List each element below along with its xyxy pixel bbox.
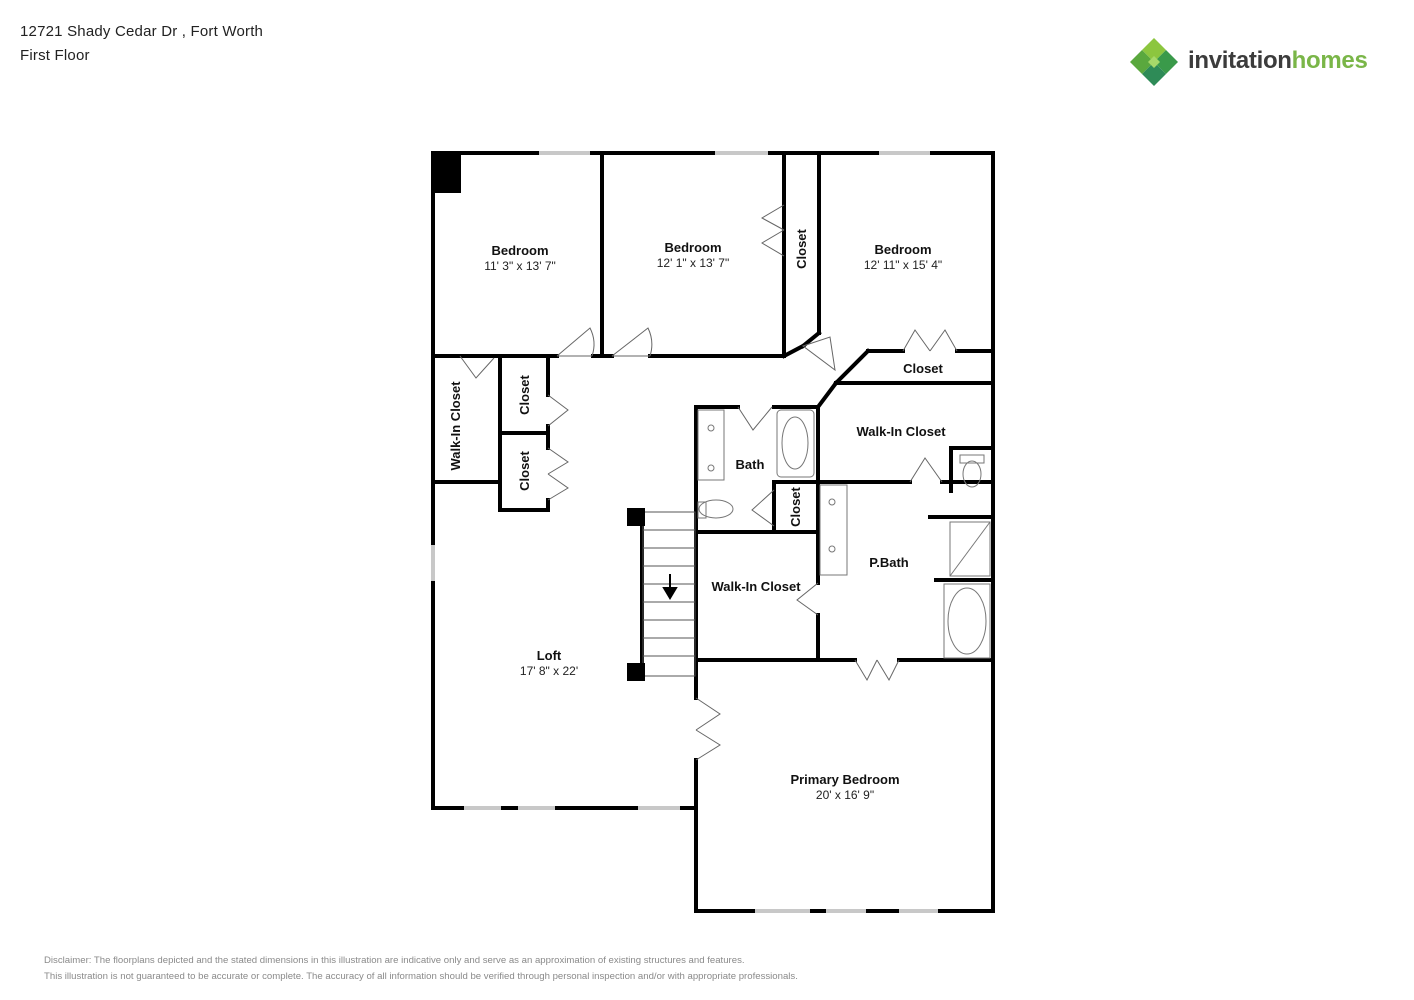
room-label-walk-in-closet: Walk-In Closet	[711, 579, 801, 594]
room-label-closet: Closet	[517, 374, 532, 414]
room-dims-bedroom: 12' 11" x 15' 4"	[864, 258, 942, 272]
room-label-bedroom: Bedroom	[491, 243, 548, 258]
room-dims-bedroom: 11' 3" x 13' 7"	[484, 259, 556, 273]
fixtures	[697, 409, 991, 659]
walls	[431, 151, 995, 913]
room-label-closet: Closet	[788, 486, 803, 526]
property-address: 12721 Shady Cedar Dr , Fort Worth	[20, 23, 264, 40]
logo-wordmark: invitationhomes	[1188, 47, 1368, 74]
disclaimer-line: Disclaimer: The floorplans depicted and …	[44, 955, 745, 966]
logo-mark-icon	[1130, 38, 1178, 86]
stair-post	[627, 663, 645, 681]
room-label-closet: Closet	[794, 228, 809, 268]
room-label-bath: Bath	[736, 457, 765, 472]
floor-label: First Floor	[20, 47, 90, 64]
room-label-primary-bath: P.Bath	[869, 555, 909, 570]
room-label-closet: Closet	[517, 450, 532, 490]
column	[433, 155, 461, 193]
room-label-bedroom: Bedroom	[664, 240, 721, 255]
room-dims-bedroom: 12' 1" x 13' 7"	[657, 256, 729, 270]
windows	[431, 151, 940, 913]
room-label-walk-in-closet: Walk-In Closet	[856, 424, 946, 439]
room-label-walk-in-closet: Walk-In Closet	[448, 381, 463, 471]
room-label-closet: Closet	[903, 361, 943, 376]
stair-post	[627, 508, 645, 526]
stair-arrow-icon	[662, 574, 678, 600]
room-label-loft: Loft	[537, 648, 562, 663]
doors	[459, 204, 958, 761]
room-dims-primary-bedroom: 20' x 16' 9"	[816, 788, 874, 802]
disclaimer-line: This illustration is not guaranteed to b…	[44, 971, 798, 982]
room-label-bedroom: Bedroom	[874, 242, 931, 257]
room-label-primary-bedroom: Primary Bedroom	[790, 772, 899, 787]
room-dims-loft: 17' 8" x 22'	[520, 664, 578, 678]
invitation-homes-logo: invitationhomes	[1128, 36, 1388, 90]
